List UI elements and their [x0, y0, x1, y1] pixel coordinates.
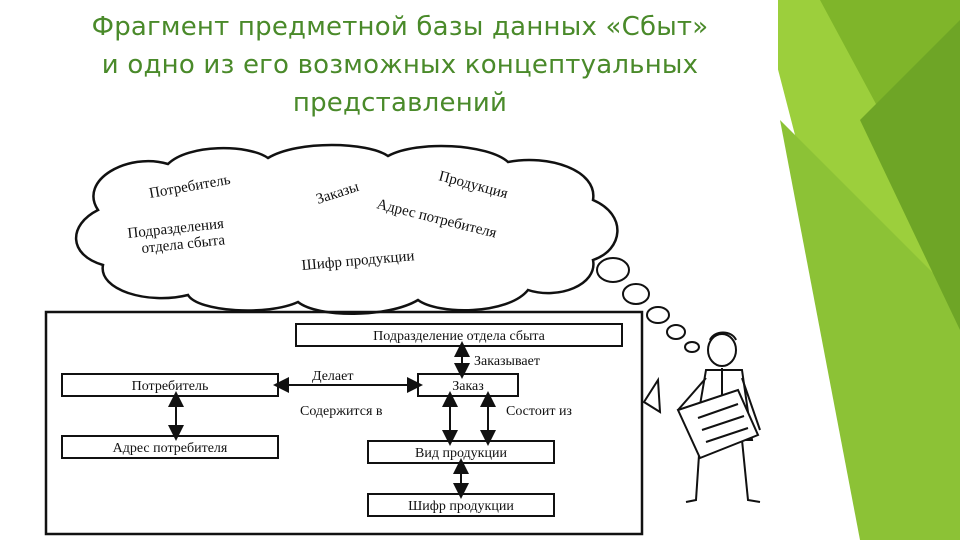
bubble: [622, 283, 650, 305]
clipboard-lines: [697, 403, 749, 443]
conceptual-diagram: Потребитель Заказы Продукция Подразделен…: [44, 143, 761, 536]
entity-subdivision: Подразделение отдела сбыта: [295, 323, 623, 347]
person-head: [707, 333, 737, 367]
bubble: [646, 306, 670, 324]
entity-label: Заказ: [452, 379, 484, 394]
entity-order: Заказ: [417, 373, 519, 397]
thought-bubbles: [596, 257, 700, 353]
relation-label: Делает: [312, 369, 353, 384]
entity-address: Адрес потребителя: [61, 435, 279, 459]
relation-label: Состоит из: [506, 404, 572, 419]
relation-label: Заказывает: [474, 354, 540, 369]
entity-label: Подразделение отдела сбыта: [373, 329, 546, 344]
speech-pointer: [642, 376, 662, 414]
slide-title-line2: и одно из его возможных концептуальных: [101, 50, 699, 80]
thought-cloud: Потребитель Заказы Продукция Подразделен…: [74, 143, 619, 315]
schema-frame: [44, 310, 644, 536]
green-shape-dark: [860, 20, 960, 330]
person-arm-right: [741, 377, 761, 431]
relation-label: Содержится в: [300, 404, 383, 419]
entity-label: Шифр продукции: [408, 499, 514, 514]
person-leg-right: [741, 439, 761, 503]
person-illustration: [642, 331, 761, 503]
person-leg-left: [685, 439, 701, 503]
entity-product-type: Вид продукции: [367, 440, 555, 464]
entity-product-code: Шифр продукции: [367, 493, 555, 517]
slide-title-line1: Фрагмент предметной базы данных «Сбыт»: [91, 12, 709, 42]
entity-label: Адрес потребителя: [113, 441, 228, 456]
slide-title-line3: представлений: [292, 88, 508, 118]
green-shape-mid: [780, 120, 960, 540]
entity-label: Потребитель: [132, 379, 209, 394]
entity-consumer: Потребитель: [61, 373, 279, 397]
bubble: [596, 257, 630, 283]
person-hair: [709, 331, 737, 341]
person-arm-left: [677, 377, 707, 411]
entity-label: Вид продукции: [415, 446, 507, 461]
bubble: [684, 341, 700, 353]
bubble: [666, 324, 686, 340]
